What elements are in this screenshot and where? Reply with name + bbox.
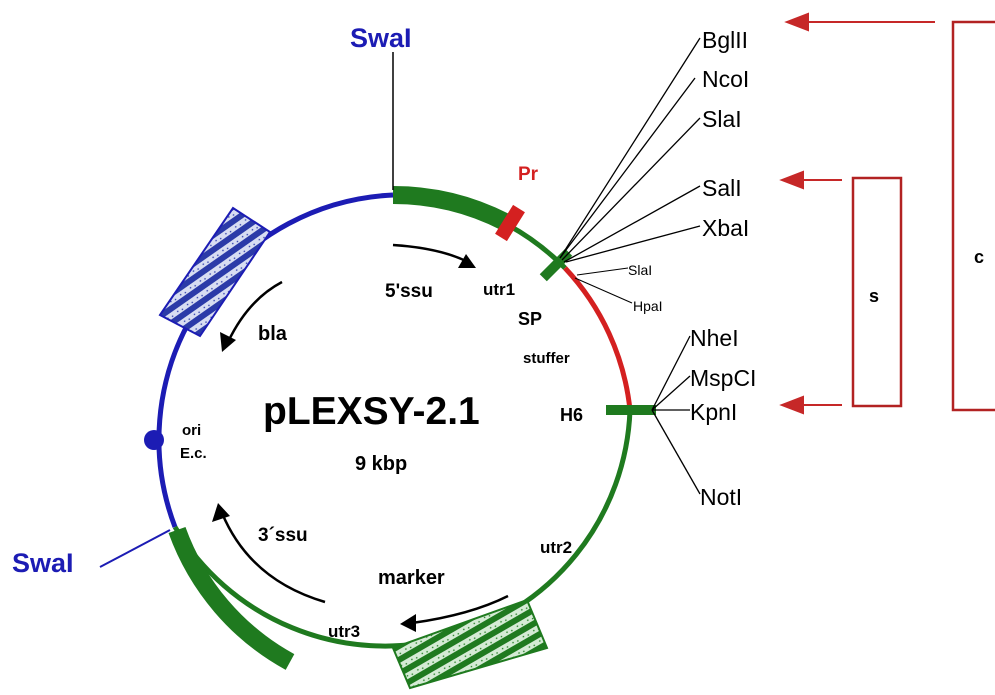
c-box [951,20,995,412]
green-arc-bottom [172,409,633,649]
stuffer-arc [563,266,633,411]
bla-direction-line [226,280,283,343]
bla-arrowhead [220,332,236,352]
site-label-small: SlaI [628,262,652,278]
utr3-label: utr3 [328,622,360,641]
utr2-label: utr2 [540,538,572,557]
marker-arrowhead [400,614,416,632]
site-label: NheI [690,325,739,351]
marker-direction-line [411,594,509,625]
site-label: BglII [702,27,748,53]
site-label: NotI [700,484,742,510]
h6-label: H6 [560,405,583,425]
ssu5-direction-line [392,243,469,264]
ec-label: E.c. [180,445,207,462]
site-label: SalI [702,175,742,201]
ori-dot [144,430,164,450]
c-box-label: c [974,247,984,267]
swai-left-label: SwaI [12,548,74,578]
swai-left-leader [99,529,171,568]
marker-arrow [391,598,549,690]
upper-site-lines [559,37,701,263]
plasmid-name: pLEXSY-2.1 [263,390,480,433]
site-label: SlaI [702,106,742,132]
ssu3-label: 3´ssu [258,525,308,546]
bla-arrow [158,206,272,338]
stuffer-label: stuffer [523,350,570,367]
ssu5-label: 5'ssu [385,281,433,302]
ssu3-block [168,526,295,670]
marker-label: marker [378,567,445,589]
bla-label: bla [258,323,288,345]
site-label: NcoI [702,66,749,92]
utr1-marker [539,248,573,282]
plasmid-size: 9 kbp [355,453,407,475]
utr1-label: utr1 [483,280,515,299]
blue-backbone-arc [156,192,394,528]
pr-marker [495,204,525,242]
lower-site-lines [651,335,701,495]
site-label: XbaI [702,215,749,241]
s-box-label: s [869,286,879,306]
ori-label: ori [182,422,201,439]
ssu5-block [392,185,510,231]
site-label-small: HpaI [633,298,663,314]
pr-label: Pr [518,164,539,185]
site-label: MspCI [690,365,756,391]
s-box [851,176,903,408]
sp-label: SP [518,309,542,329]
site-label: KpnI [690,399,737,425]
ssu5-arrowhead [458,254,476,268]
h6-marker [606,405,656,415]
ssu3-direction-line [220,512,326,604]
swai-top-label: SwaI [350,23,412,53]
ssu3-arrowhead [212,503,230,522]
stuffer-site-lines [574,267,633,304]
red-pointer-arrows [779,12,935,415]
